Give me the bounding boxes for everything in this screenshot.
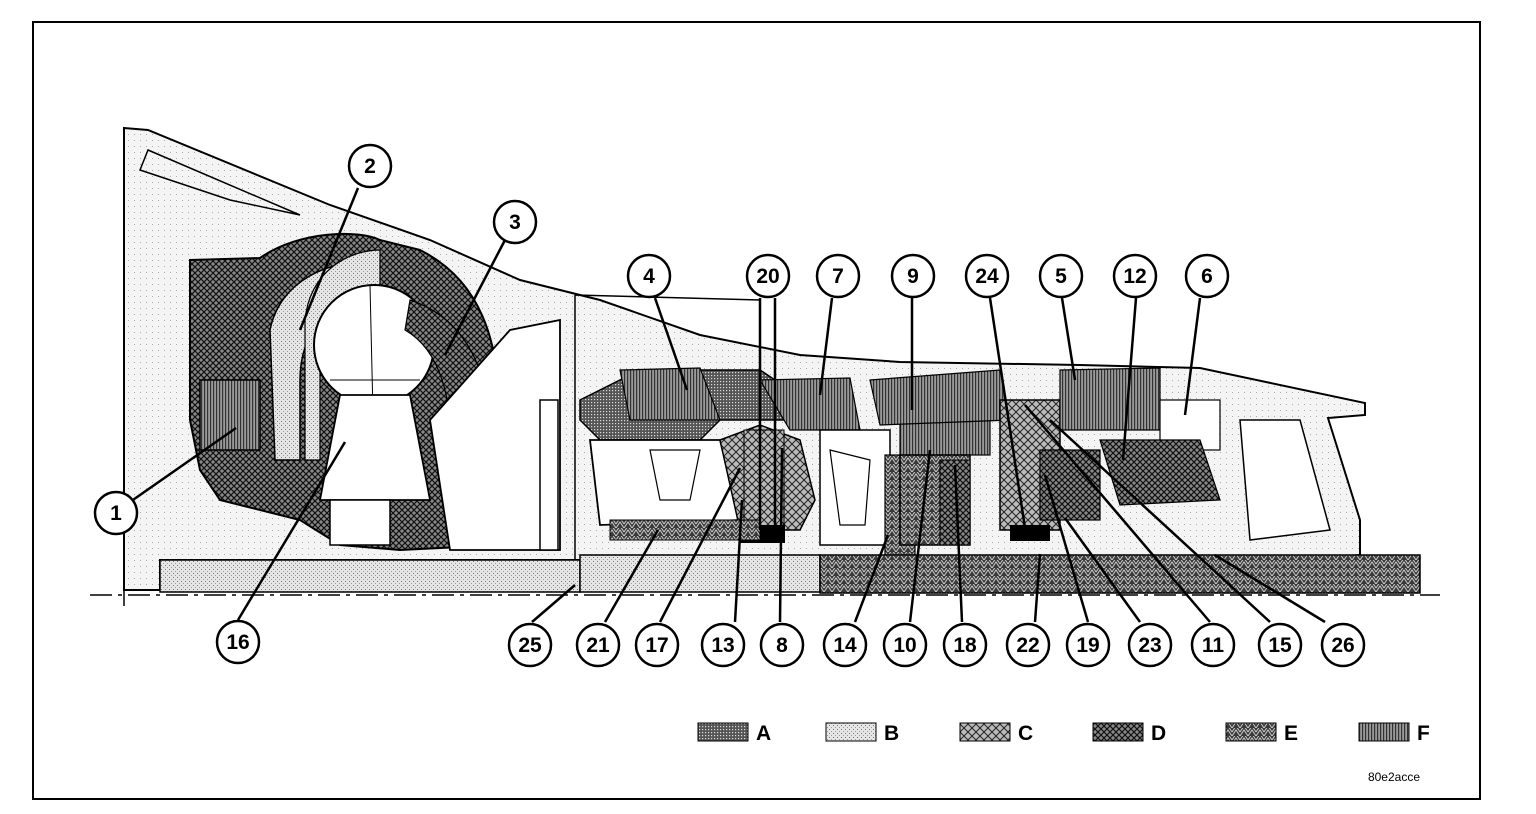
callout-24: 24 bbox=[964, 253, 1010, 299]
legend-swatch-c bbox=[959, 722, 1011, 742]
callout-15: 15 bbox=[1257, 622, 1303, 668]
callout-label: 4 bbox=[643, 265, 655, 288]
callout-label: 18 bbox=[953, 634, 977, 657]
legend-item-b: B bbox=[825, 722, 899, 745]
legend-label-e: E bbox=[1284, 722, 1298, 745]
callout-19: 19 bbox=[1065, 622, 1111, 668]
callout-20: 20 bbox=[745, 253, 791, 299]
callout-22: 22 bbox=[1005, 622, 1051, 668]
callout-label: 24 bbox=[975, 265, 999, 288]
callout-7: 7 bbox=[815, 253, 861, 299]
callout-25: 25 bbox=[507, 622, 553, 668]
callout-10: 10 bbox=[882, 622, 928, 668]
legend: A B C D E F bbox=[697, 722, 1430, 745]
legend-label-f: F bbox=[1417, 722, 1430, 745]
legend-label-d: D bbox=[1151, 722, 1166, 745]
legend-swatch-f bbox=[1358, 722, 1410, 742]
callout-label: 9 bbox=[907, 265, 919, 288]
pump-housing bbox=[159, 318, 581, 593]
legend-item-e: E bbox=[1225, 722, 1298, 745]
callout-14: 14 bbox=[822, 622, 868, 668]
callout-18: 18 bbox=[942, 622, 988, 668]
callout-label: 25 bbox=[518, 634, 542, 657]
callout-5: 5 bbox=[1038, 253, 1084, 299]
callout-label: 19 bbox=[1076, 634, 1099, 657]
callout-8: 8 bbox=[759, 622, 805, 668]
callout-26: 26 bbox=[1320, 622, 1366, 668]
callout-23: 23 bbox=[1127, 622, 1173, 668]
legend-item-c: C bbox=[959, 722, 1033, 745]
callout-3: 3 bbox=[492, 199, 538, 245]
torque-converter bbox=[189, 233, 501, 552]
figure-id: 80e2acce bbox=[1368, 770, 1420, 784]
callout-12: 12 bbox=[1112, 253, 1158, 299]
legend-swatch-e bbox=[1225, 722, 1277, 742]
callout-label: 21 bbox=[586, 634, 610, 657]
legend-swatch-d bbox=[1092, 722, 1144, 742]
legend-swatch-a bbox=[697, 722, 749, 742]
callout-label: 2 bbox=[364, 155, 376, 178]
legend-item-a: A bbox=[697, 722, 771, 745]
callout-13: 13 bbox=[700, 622, 746, 668]
legend-item-f: F bbox=[1358, 722, 1430, 745]
clutch-assembly-front bbox=[579, 367, 861, 543]
callout-label: 5 bbox=[1055, 265, 1067, 288]
callout-21: 21 bbox=[575, 622, 621, 668]
callout-label: 26 bbox=[1331, 634, 1354, 657]
callout-label: 6 bbox=[1201, 265, 1213, 288]
callout-4: 4 bbox=[626, 253, 672, 299]
callout-label: 10 bbox=[893, 634, 916, 657]
legend-item-d: D bbox=[1092, 722, 1166, 745]
callout-label: 7 bbox=[832, 265, 844, 288]
legend-label-b: B bbox=[884, 722, 899, 745]
callout-label: 11 bbox=[1202, 634, 1225, 657]
callout-label: 23 bbox=[1138, 634, 1161, 657]
callout-label: 16 bbox=[226, 631, 249, 654]
callout-11: 11 bbox=[1190, 622, 1236, 668]
callout-2: 2 bbox=[347, 143, 393, 189]
callout-label: 22 bbox=[1016, 634, 1039, 657]
callout-label: 14 bbox=[833, 634, 857, 657]
callout-label: 17 bbox=[645, 634, 668, 657]
output-shaft bbox=[819, 554, 1421, 594]
callout-label: 13 bbox=[711, 634, 734, 657]
planetary-gearsets bbox=[819, 367, 1331, 556]
callout-label: 12 bbox=[1123, 265, 1146, 288]
callout-label: 1 bbox=[110, 502, 122, 525]
callout-label: 15 bbox=[1268, 634, 1292, 657]
legend-label-a: A bbox=[756, 722, 771, 745]
callout-17: 17 bbox=[634, 622, 680, 668]
callout-label: 20 bbox=[756, 265, 779, 288]
legend-swatch-b bbox=[825, 722, 877, 742]
callout-6: 6 bbox=[1184, 253, 1230, 299]
callout-1: 1 bbox=[93, 490, 139, 536]
callout-label: 8 bbox=[776, 634, 788, 657]
callout-16: 16 bbox=[215, 619, 261, 665]
input-shaft bbox=[579, 554, 821, 593]
legend-label-c: C bbox=[1018, 722, 1033, 745]
leader-lines bbox=[129, 187, 1326, 624]
callout-9: 9 bbox=[890, 253, 936, 299]
callout-label: 3 bbox=[509, 211, 521, 234]
